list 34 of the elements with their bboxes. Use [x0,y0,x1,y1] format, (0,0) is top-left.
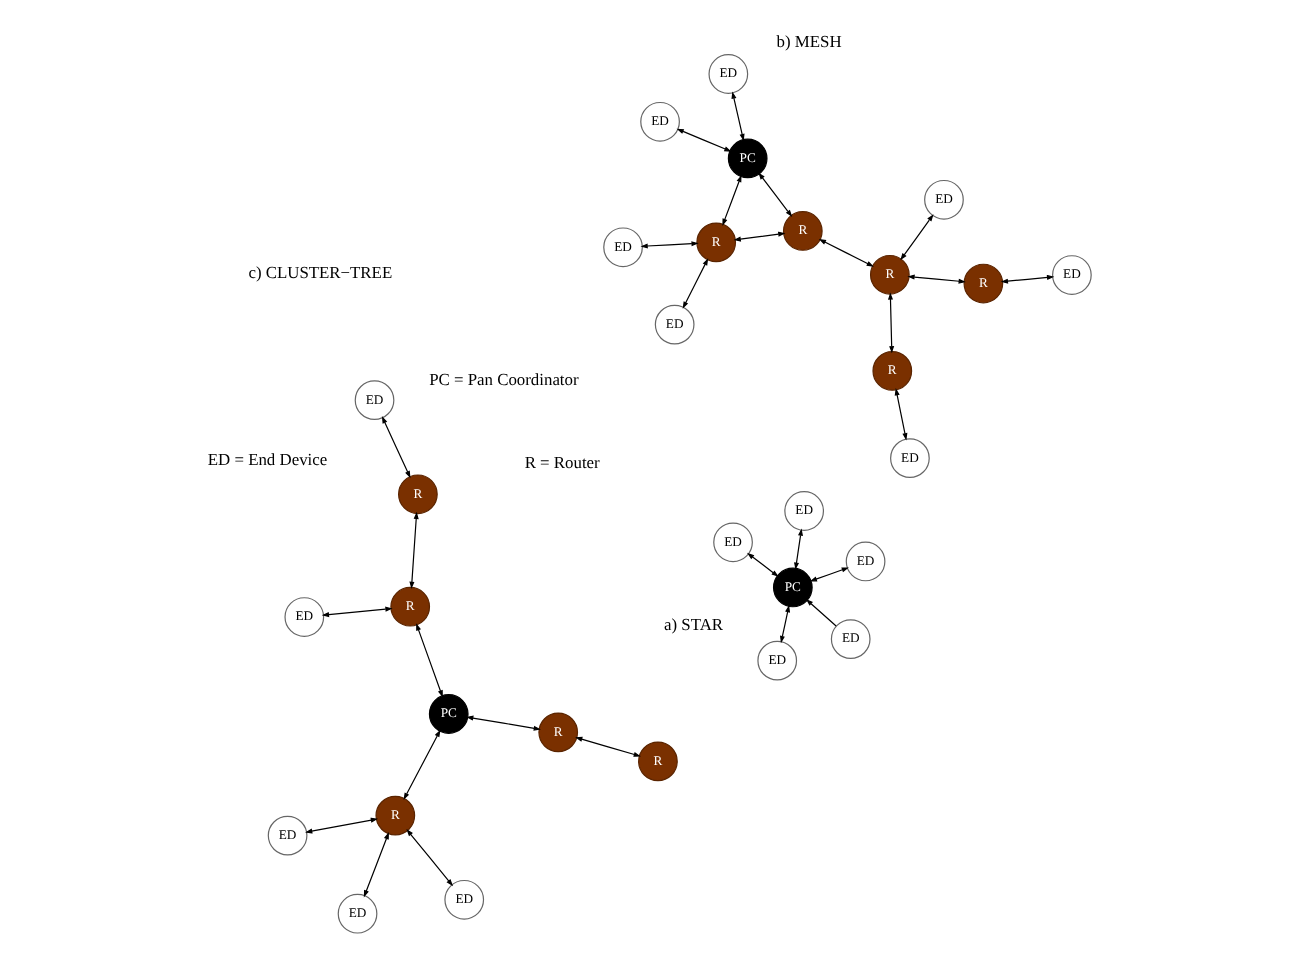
arrow [733,231,786,242]
arrow [1000,274,1055,284]
arrow [794,528,803,570]
arrow [746,552,779,577]
arrow [722,174,742,226]
arrow [907,274,966,284]
arrow [887,292,895,354]
arrow [406,829,454,887]
arrow [900,214,934,261]
arrow [403,729,441,800]
arrow [321,606,393,618]
arrow [818,239,874,267]
arrow [305,817,379,834]
label: R = Router [524,452,600,473]
arrow [779,605,791,644]
arrow [758,172,793,218]
arrow [640,241,699,249]
arrow [363,832,389,898]
label: PC = Pan Coordinator [429,369,579,390]
arrow [676,128,732,152]
label: b) MESH [776,31,842,52]
arrow [682,258,709,309]
arrow [894,388,908,441]
arrow [805,599,837,627]
arrow [575,736,641,757]
arrow [409,511,419,589]
arrow [381,416,411,479]
arrow [809,567,849,582]
arrow [466,715,541,731]
label: c) CLUSTER−TREE [248,262,393,283]
label: ED = End Device [207,448,328,469]
arrow [416,623,443,698]
arrow [731,91,745,142]
label: a) STAR [664,614,724,635]
